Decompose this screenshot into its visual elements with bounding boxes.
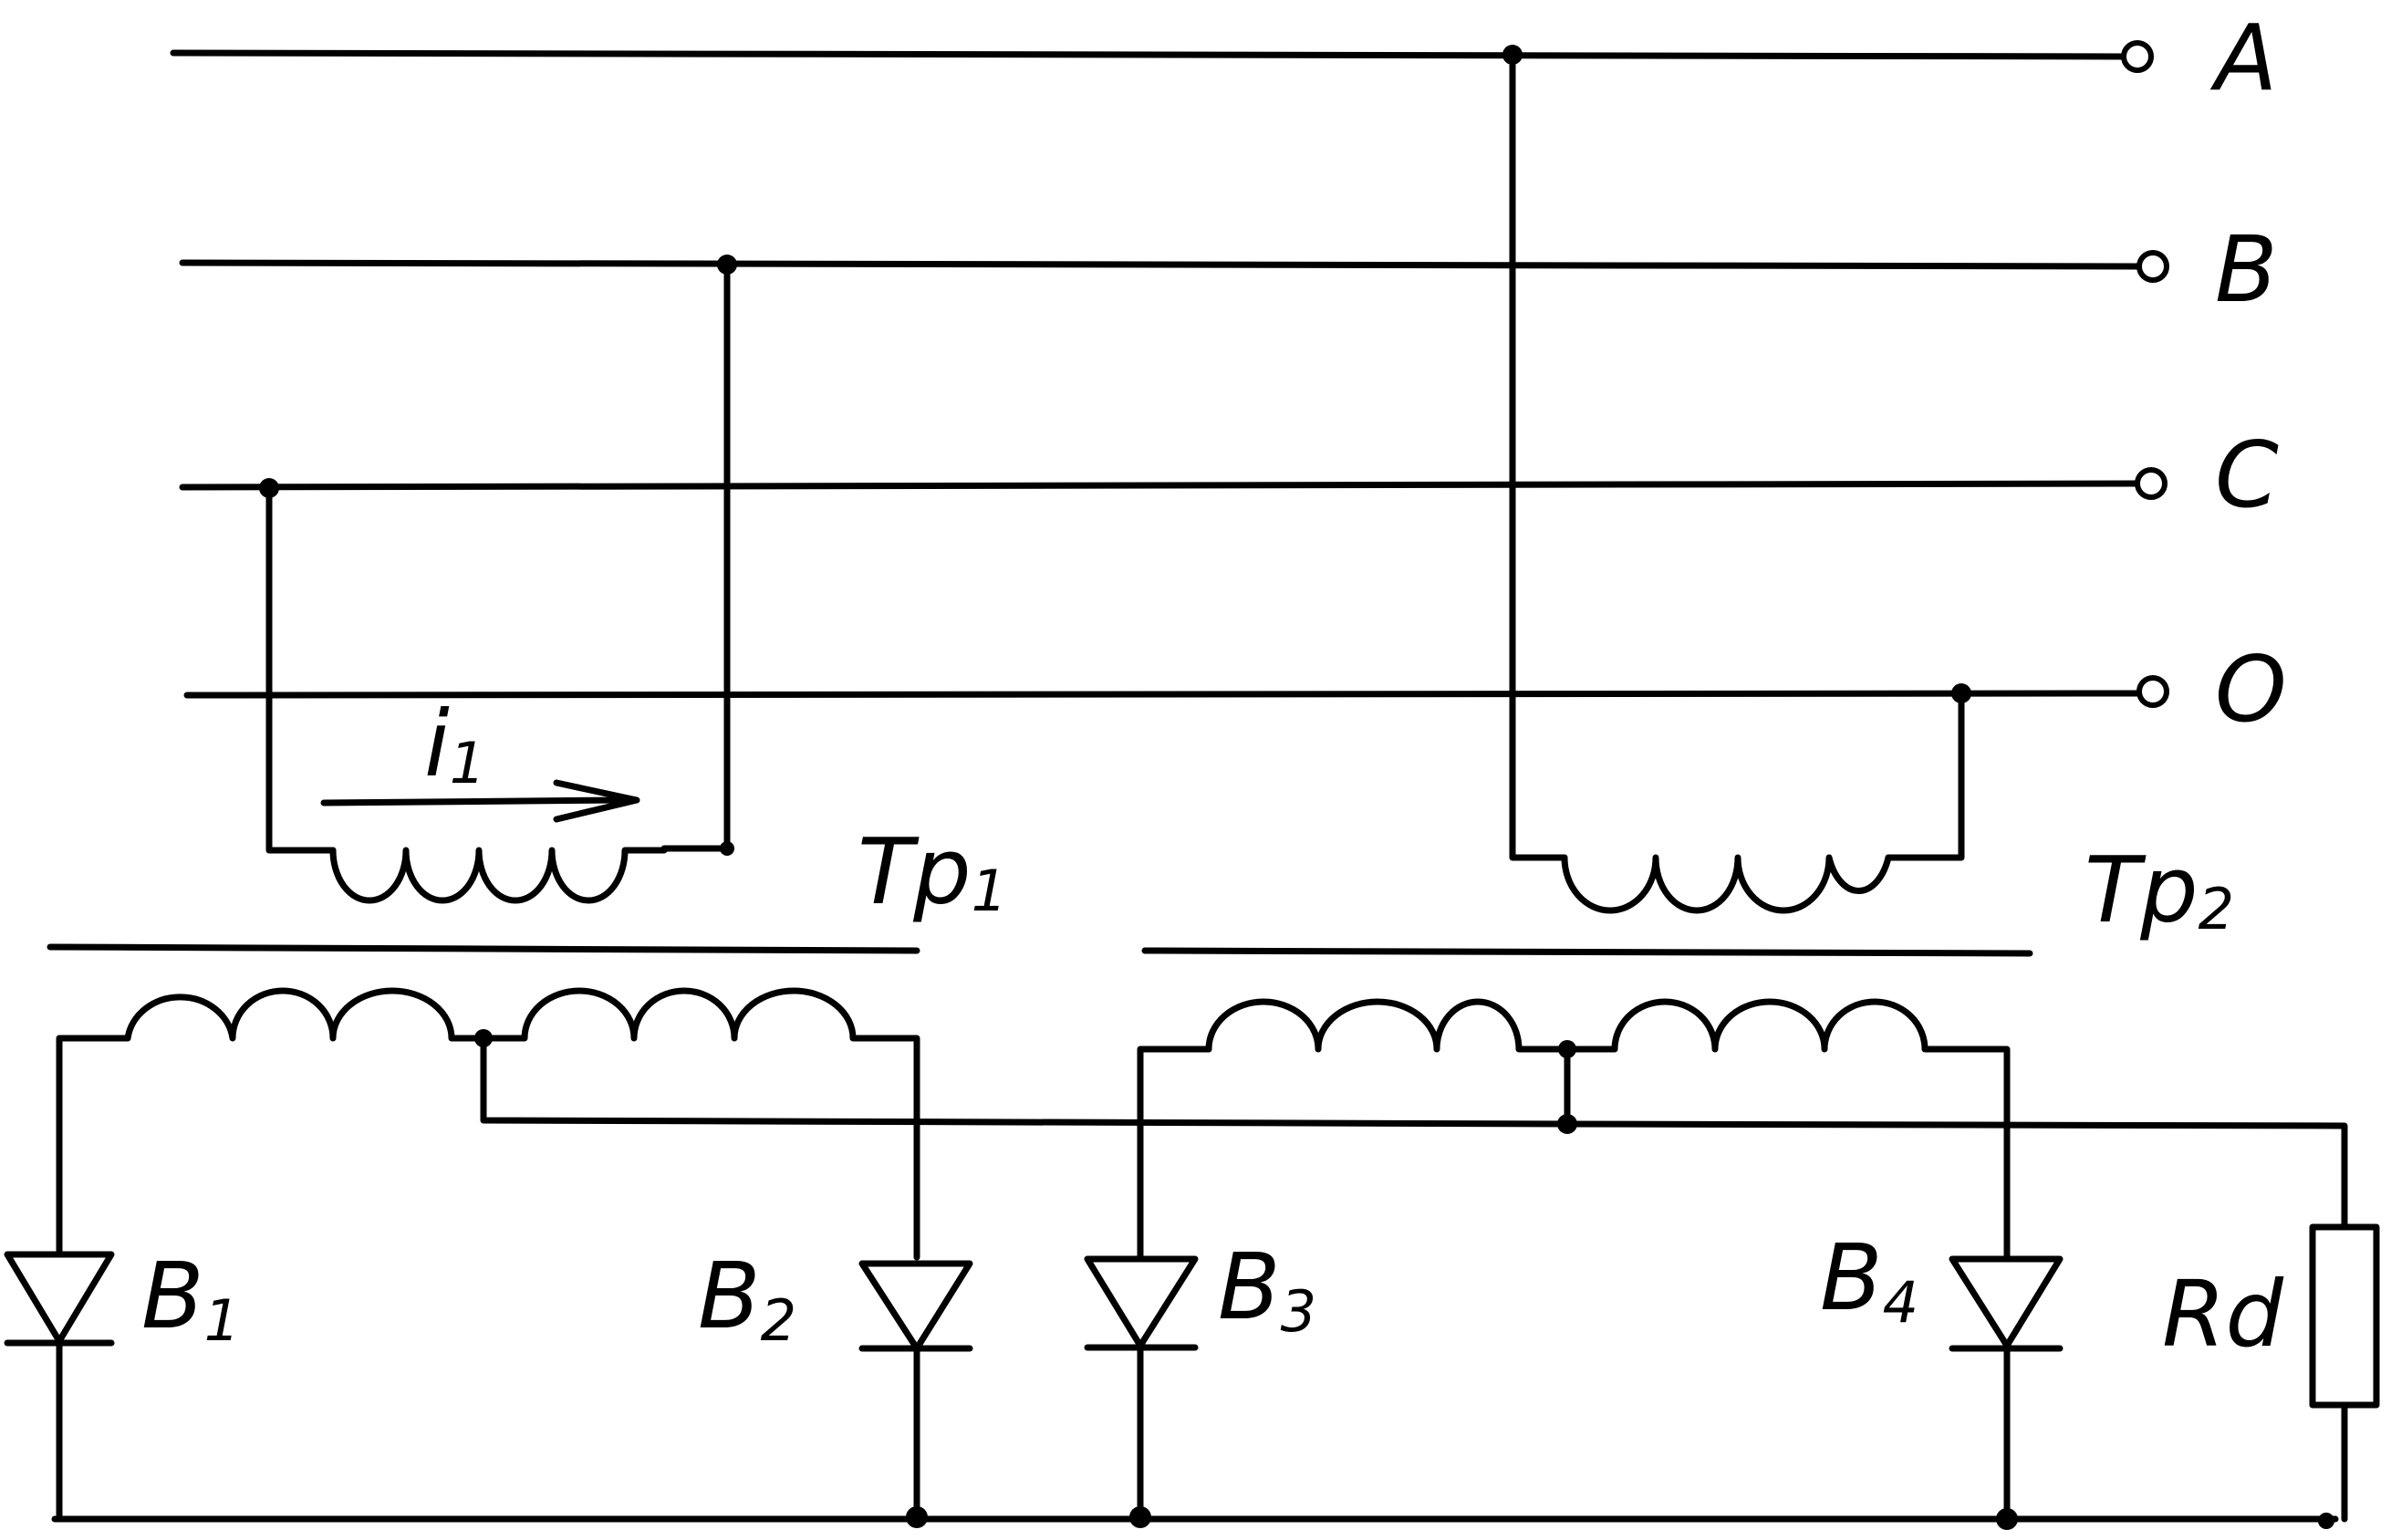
tr2-core <box>1141 947 2033 957</box>
tr2-secondary <box>1137 998 2348 1261</box>
label-current: i1 <box>424 691 485 797</box>
terminal-c <box>2135 467 2167 500</box>
load-resistor <box>2309 1223 2380 1523</box>
diode-b4 <box>1949 1255 2064 1523</box>
tr1-core <box>47 943 920 954</box>
tr1-primary <box>259 255 737 904</box>
diode-b2 <box>858 1260 973 1521</box>
label-phase-c: C <box>2215 421 2279 528</box>
label-phase-a: A <box>2209 5 2277 111</box>
label-tr2: Tp2 <box>2084 837 2234 943</box>
current-arrow <box>320 796 624 806</box>
line-o <box>183 690 2143 699</box>
label-diode-b2: B2 <box>698 1243 796 1354</box>
label-tr1: Tp1 <box>858 818 1007 925</box>
diode-b1 <box>4 1251 115 1523</box>
line-b <box>179 259 2143 270</box>
label-diode-b1: B1 <box>141 1243 240 1354</box>
terminal-b <box>2136 250 2169 283</box>
label-diode-b4: B4 <box>1820 1224 1918 1336</box>
diode-b3 <box>1084 1255 1199 1521</box>
bottom-bus <box>51 1506 2339 1530</box>
supply-lines <box>170 40 2169 708</box>
label-phase-o: O <box>2215 636 2287 743</box>
terminal-a <box>2121 40 2154 73</box>
label-diode-b3: B3 <box>1218 1233 1316 1345</box>
line-c <box>179 480 2143 491</box>
line-a <box>170 49 2129 60</box>
terminal-o <box>2136 675 2169 708</box>
label-load: Rd <box>2162 1261 2283 1368</box>
tr2-primary <box>1502 45 1971 914</box>
label-phase-b: B <box>2215 216 2278 323</box>
tr1-secondary <box>56 987 1573 1261</box>
